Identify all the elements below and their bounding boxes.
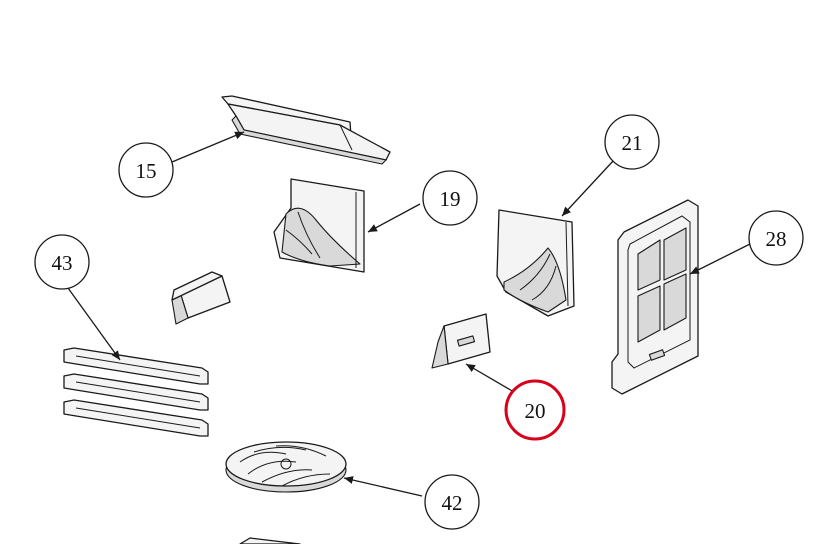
callout-21: 21 [604,114,660,170]
callout-42-label: 42 [442,491,463,515]
part-28-rear-panel [611,199,699,395]
callout-20-label: 20 [525,399,546,423]
callout-43-label: 43 [52,251,73,275]
callout-28-label: 28 [766,227,787,251]
wedge-brick-left [171,271,231,325]
callout-19: 19 [422,170,478,226]
callout-19-label: 19 [440,187,461,211]
callout-15-label: 15 [136,159,157,183]
part-21-right-brick [496,209,575,317]
part-42-round-grate [225,441,347,493]
callout-20: 20 [504,379,566,441]
part-43-grate-bars [63,347,209,437]
callout-43: 43 [34,234,90,290]
part-20-wedge-brick [431,313,491,369]
callout-28: 28 [748,210,804,266]
callout-42: 42 [424,474,480,530]
partial-part-bottom [239,537,301,544]
callout-20-highlight-ring [504,379,566,441]
callout-15: 15 [118,142,174,198]
callout-21-label: 21 [622,131,643,155]
part-19-left-brick [273,178,365,273]
part-15-baffle-plate [221,95,391,165]
